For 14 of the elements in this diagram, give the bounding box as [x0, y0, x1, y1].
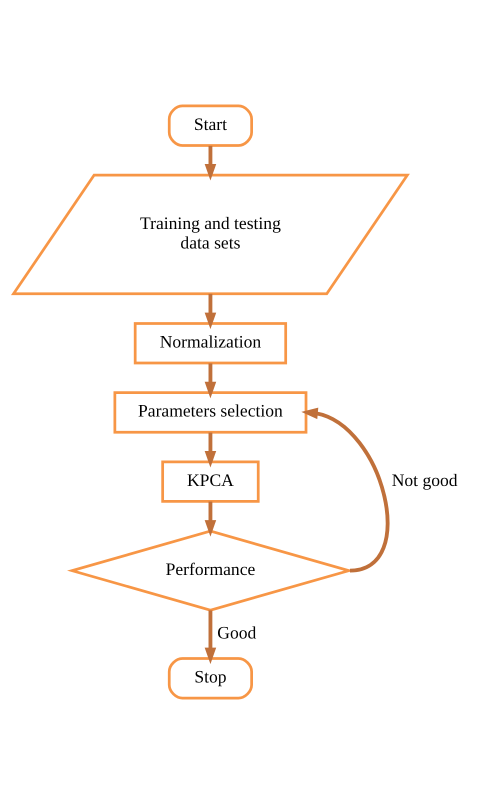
arrow — [204, 610, 216, 664]
arrow — [204, 363, 216, 398]
arrow — [204, 146, 216, 181]
arrow — [300, 408, 389, 573]
node-box: Start — [167, 104, 252, 147]
arrow — [204, 502, 216, 537]
arrow — [204, 432, 216, 468]
node-box: Parameters selection — [112, 391, 307, 434]
edge-label: Not good — [391, 470, 458, 490]
node-box: KPCA — [160, 460, 260, 503]
arrow — [204, 294, 216, 330]
node-box: Normalization — [133, 322, 287, 364]
node-box: Stop — [167, 657, 252, 700]
edge-label: Good — [216, 622, 256, 643]
